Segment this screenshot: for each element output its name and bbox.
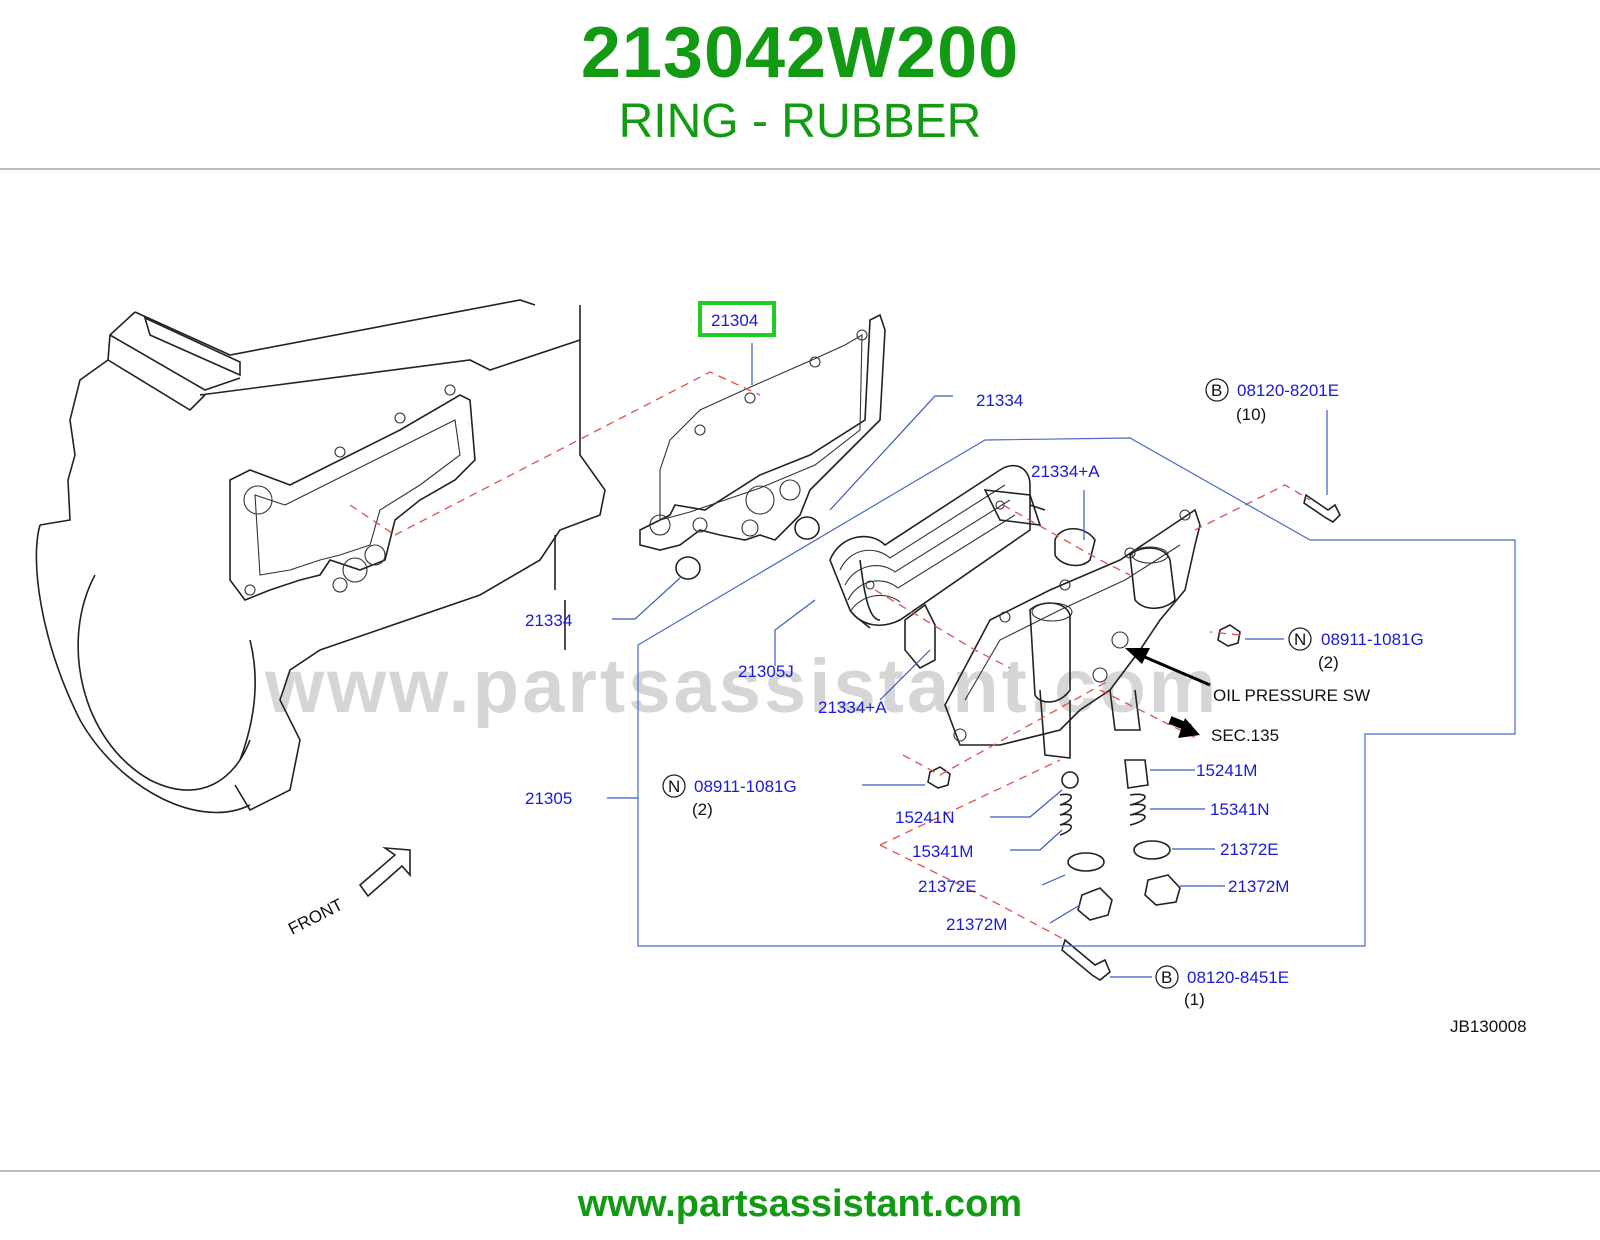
footer-divider [0,1170,1600,1172]
o-ring-21334-lower [675,556,701,580]
gasket-21304 [639,313,886,551]
callout-08120-8451E[interactable]: 08120-8451E [1187,968,1289,987]
hardware [927,493,1341,981]
callout-21372M-right[interactable]: 21372M [1228,877,1289,896]
parts-diagram: www.partsassistant.com [35,299,1527,1036]
callout-15241M[interactable]: 15241M [1196,761,1257,780]
bolt-marker-icon [1155,965,1179,989]
gasket-21334A-upper [1054,527,1096,567]
oil-filter-housing-21305 [944,508,1201,759]
callout-21305J[interactable]: 21305J [738,662,794,681]
callout-08120-8201E[interactable]: 08120-8201E [1237,381,1339,400]
arrows [358,648,1211,898]
callout-21372M-left[interactable]: 21372M [946,915,1007,934]
front-arrow-icon [358,846,411,898]
header: 213042W200 RING - RUBBER [0,0,1600,168]
callout-15241N[interactable]: 15241N [895,808,955,827]
assembly-frame [637,437,1516,947]
drawing-id: JB130008 [1450,1017,1527,1036]
callout-21334A-top[interactable]: 21334+A [1031,462,1100,481]
leader-lines [607,343,1328,978]
bolt-marker-icon [1205,378,1229,402]
engine-block [35,299,606,814]
callout-15341N[interactable]: 15341N [1210,800,1270,819]
callout-21305[interactable]: 21305 [525,789,572,808]
oil-cooler-21305J [829,464,1046,629]
highlight-box [698,301,776,337]
callout-15341M[interactable]: 15341M [912,842,973,861]
alignment-lines [349,371,1311,941]
nut-marker-right: N [1294,630,1306,649]
qty-08120-8201E: (10) [1236,405,1266,424]
callout-21372E-right[interactable]: 21372E [1220,840,1279,859]
gasket-21334A-lower [904,603,936,670]
callout-21372E-left[interactable]: 21372E [918,877,977,896]
callout-21334A-mid[interactable]: 21334+A [818,698,887,717]
nut-marker-icon [662,774,686,798]
markers [662,378,1312,989]
callout-21334-top[interactable]: 21334 [976,391,1023,410]
oil-pressure-sw-label: OIL PRESSURE SW [1213,686,1370,705]
nut-marker-left: N [668,777,680,796]
qty-08120-8451E: (1) [1184,990,1205,1009]
bolt-marker-bottom: B [1161,968,1172,987]
o-ring-21334-upper [794,516,820,540]
sec-reference-label[interactable]: SEC.135 [1211,726,1279,745]
header-divider [0,168,1600,170]
callout-21334-left[interactable]: 21334 [525,611,572,630]
nut-marker-icon [1288,627,1312,651]
callout-08911-1081G-right[interactable]: 08911-1081G [1321,630,1424,649]
qty-08911-1081G-left: (2) [692,800,713,819]
footer-url[interactable]: www.partsassistant.com [577,1183,1023,1225]
part-number: 213042W200 [580,13,1020,93]
callout-21304[interactable]: 21304 [711,311,758,330]
part-name: RING - RUBBER [618,95,982,148]
bolt-marker-top: B [1211,381,1222,400]
qty-08911-1081G-right: (2) [1318,653,1339,672]
callout-08911-1081G-left[interactable]: 08911-1081G [694,777,797,796]
front-label: FRONT [285,895,346,939]
watermark: www.partsassistant.com [264,644,1219,729]
